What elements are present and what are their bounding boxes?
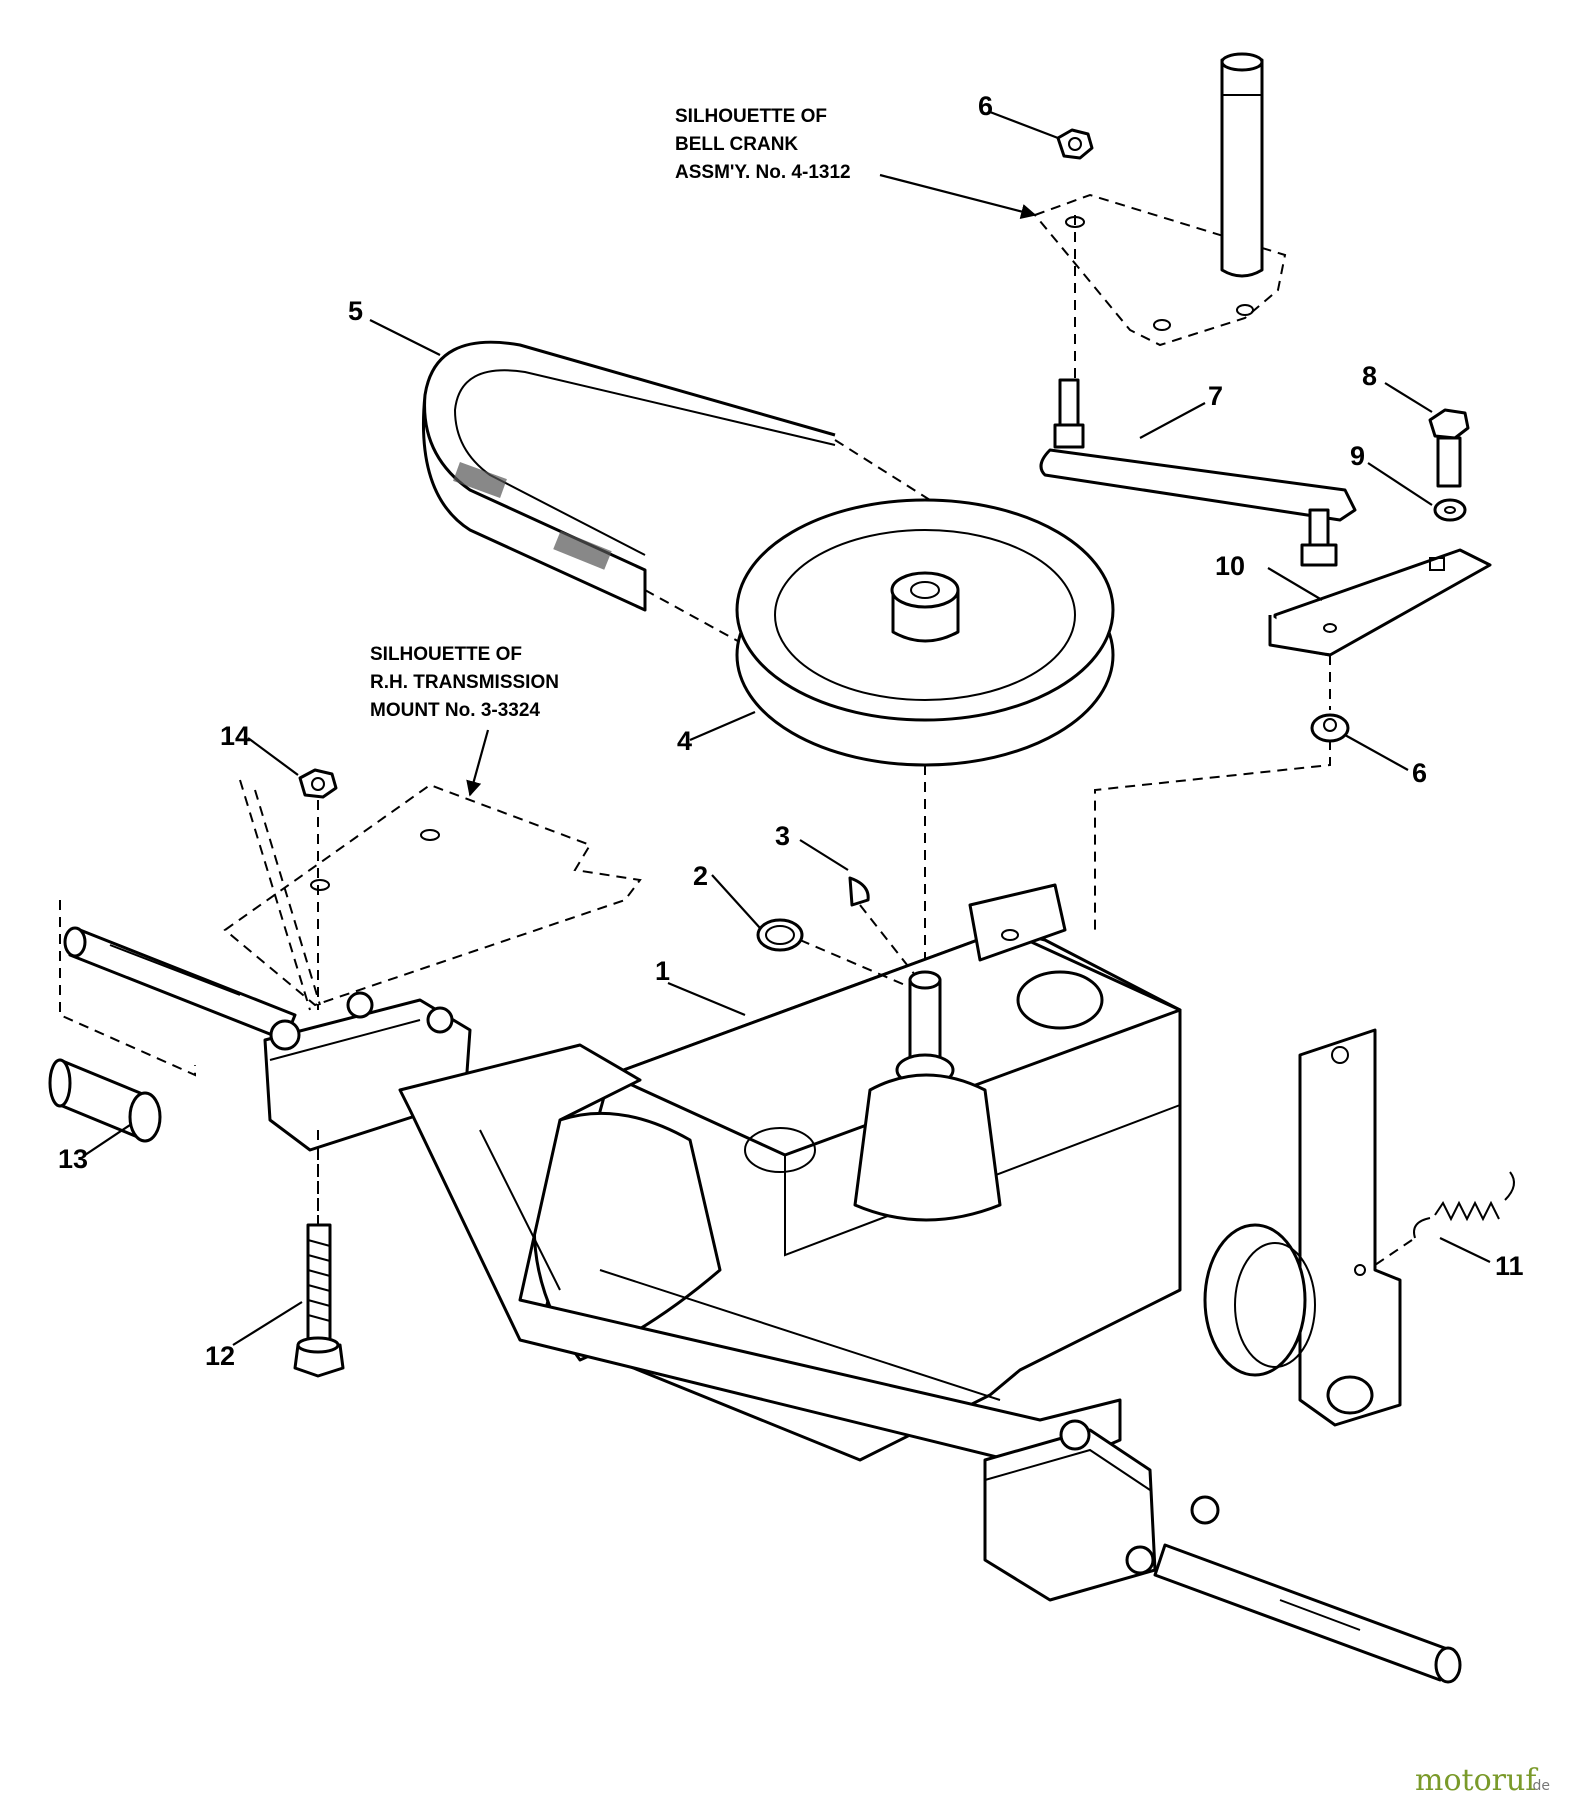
transmission-mount-silhouette [223,779,642,1011]
hex-bolt [1428,408,1470,488]
callout-5: 5 [348,296,363,326]
left-axle [63,926,297,1042]
callout-1: 1 [655,956,670,986]
callout-7: 7 [1208,381,1223,411]
watermark-suffix: .de [1528,1778,1550,1794]
lower-frame [398,1043,1122,1472]
callout-13: 13 [58,1144,88,1174]
bell-crank-note: SILHOUETTE OF BELL CRANK ASSM'Y. No. 4-1… [675,106,851,183]
leader-lines [84,110,1491,1346]
callout-6-top: 6 [978,91,993,121]
note-line: BELL CRANK [675,134,798,155]
disc-assembly [1203,1223,1316,1377]
bell-crank-silhouette [1033,193,1287,380]
callout-9: 9 [1350,441,1365,471]
long-bolt [293,1223,345,1378]
bell-crank-shaft [1220,52,1264,278]
callout-14: 14 [220,721,250,751]
callout-labels: 1 2 3 4 5 6 6 7 8 9 10 11 12 13 14 [58,91,1524,1371]
callout-8: 8 [1362,361,1377,391]
note-line: R.H. TRANSMISSION [370,672,559,693]
transmission-mount-note: SILHOUETTE OF R.H. TRANSMISSION MOUNT No… [370,644,559,721]
hex-nut-lower [1310,713,1350,743]
callout-12: 12 [205,1341,235,1371]
v-belt [421,340,836,612]
note-line: MOUNT No. 3-3324 [370,700,540,721]
callout-11: 11 [1495,1251,1524,1281]
note-line: ASSM'Y. No. 4-1312 [675,162,851,183]
callout-10: 10 [1215,551,1245,581]
right-axle [1153,1543,1462,1684]
right-mount-block [983,1419,1220,1602]
callout-4: 4 [677,726,692,756]
mount-plate [1268,548,1492,657]
axle-spacer [48,1058,162,1143]
input-shaft [853,970,1002,1222]
extension-spring [1413,1171,1515,1239]
link-rod [1039,378,1357,567]
woodruff-key [848,876,870,907]
control-arm-bracket [1298,1028,1402,1427]
watermark-brand: motoruf [1415,1763,1538,1798]
note-line: SILHOUETTE OF [370,644,522,665]
hex-nut-top [1056,128,1094,160]
flat-washer [1433,498,1467,522]
pulley [735,498,1115,767]
note-line: SILHOUETTE OF [675,106,827,127]
callout-3: 3 [775,821,790,851]
hex-nut-14 [298,768,338,799]
watermark: motoruf .de [1415,1763,1550,1798]
callout-2: 2 [693,861,708,891]
retaining-ring [756,918,804,952]
callout-6-lower: 6 [1412,758,1427,788]
